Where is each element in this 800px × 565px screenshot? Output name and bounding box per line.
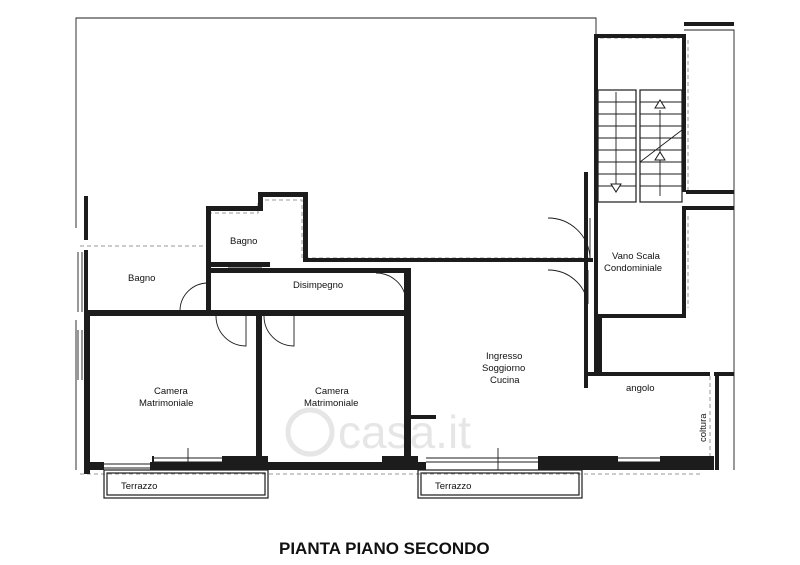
- doors: [179, 217, 591, 419]
- stair: [597, 89, 683, 203]
- label-camera-left-1: Camera: [154, 386, 189, 397]
- walls: [84, 22, 734, 474]
- label-bagno-left: Bagno: [128, 273, 155, 284]
- terraces: [103, 469, 583, 499]
- label-disimpegno: Disimpegno: [293, 280, 343, 291]
- label-vano-scala-2: Condominiale: [604, 263, 662, 274]
- windows: [77, 252, 660, 470]
- watermark: casa.it: [285, 406, 471, 458]
- room-labels: Bagno Bagno Disimpegno Vano Scala Condom…: [121, 236, 709, 492]
- stair-arrow-mid-icon: [654, 151, 666, 161]
- plan-title: PIANTA PIANO SECONDO: [279, 539, 490, 558]
- stair-arrow-down-icon: [610, 183, 622, 193]
- outer-boundary: [75, 17, 735, 470]
- label-terrazzo-right: Terrazzo: [435, 481, 471, 492]
- stair-arrow-up-icon: [654, 99, 666, 109]
- label-vano-scala-1: Vano Scala: [612, 251, 661, 262]
- label-camera-mid-2: Matrimoniale: [304, 398, 358, 409]
- label-ingresso-3: Cucina: [490, 375, 520, 386]
- label-angolo: angolo: [626, 383, 655, 394]
- label-ingresso-1: Ingresso: [486, 351, 522, 362]
- label-coltura: coltura: [698, 413, 709, 442]
- label-ingresso-2: Soggiorno: [482, 363, 525, 374]
- label-bagno-upper: Bagno: [230, 236, 257, 247]
- label-camera-mid-1: Camera: [315, 386, 350, 397]
- label-terrazzo-left: Terrazzo: [121, 481, 157, 492]
- label-camera-left-2: Matrimoniale: [139, 398, 193, 409]
